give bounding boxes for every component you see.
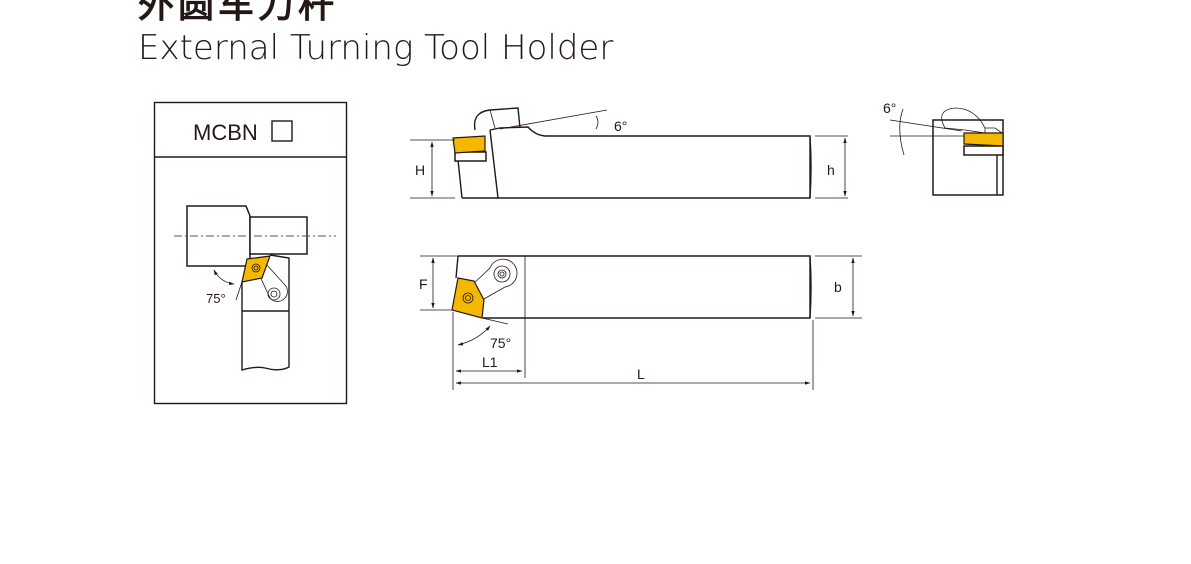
side-view: 6° H h [410, 107, 848, 199]
designation-placeholder-square [271, 120, 293, 142]
designation-code: MCBN [193, 120, 258, 145]
dim-L-label: L [637, 366, 645, 382]
side-angle-label: 6° [883, 100, 896, 116]
insert-top [451, 277, 485, 319]
approach-angle-top-label: 75° [490, 335, 511, 351]
insert-side [452, 135, 486, 154]
insert [241, 255, 271, 283]
insert-end [963, 132, 1004, 147]
dim-b-label: b [834, 279, 842, 295]
title-english: External Turning Tool Holder [138, 28, 614, 68]
title-chinese: 外圆车刀杆 [138, 0, 339, 26]
rake-angle-label: 6° [614, 118, 627, 134]
top-view: 75° F b L1 L [419, 255, 862, 390]
dim-H-label: H [415, 162, 425, 178]
dim-h-label: h [827, 162, 835, 178]
dim-F-label: F [419, 276, 428, 292]
designation-box: MCBN 75° [153, 101, 348, 405]
end-view: 6° [883, 100, 1004, 196]
approach-angle-label: 75° [206, 291, 226, 306]
dim-L1-label: L1 [482, 354, 498, 370]
